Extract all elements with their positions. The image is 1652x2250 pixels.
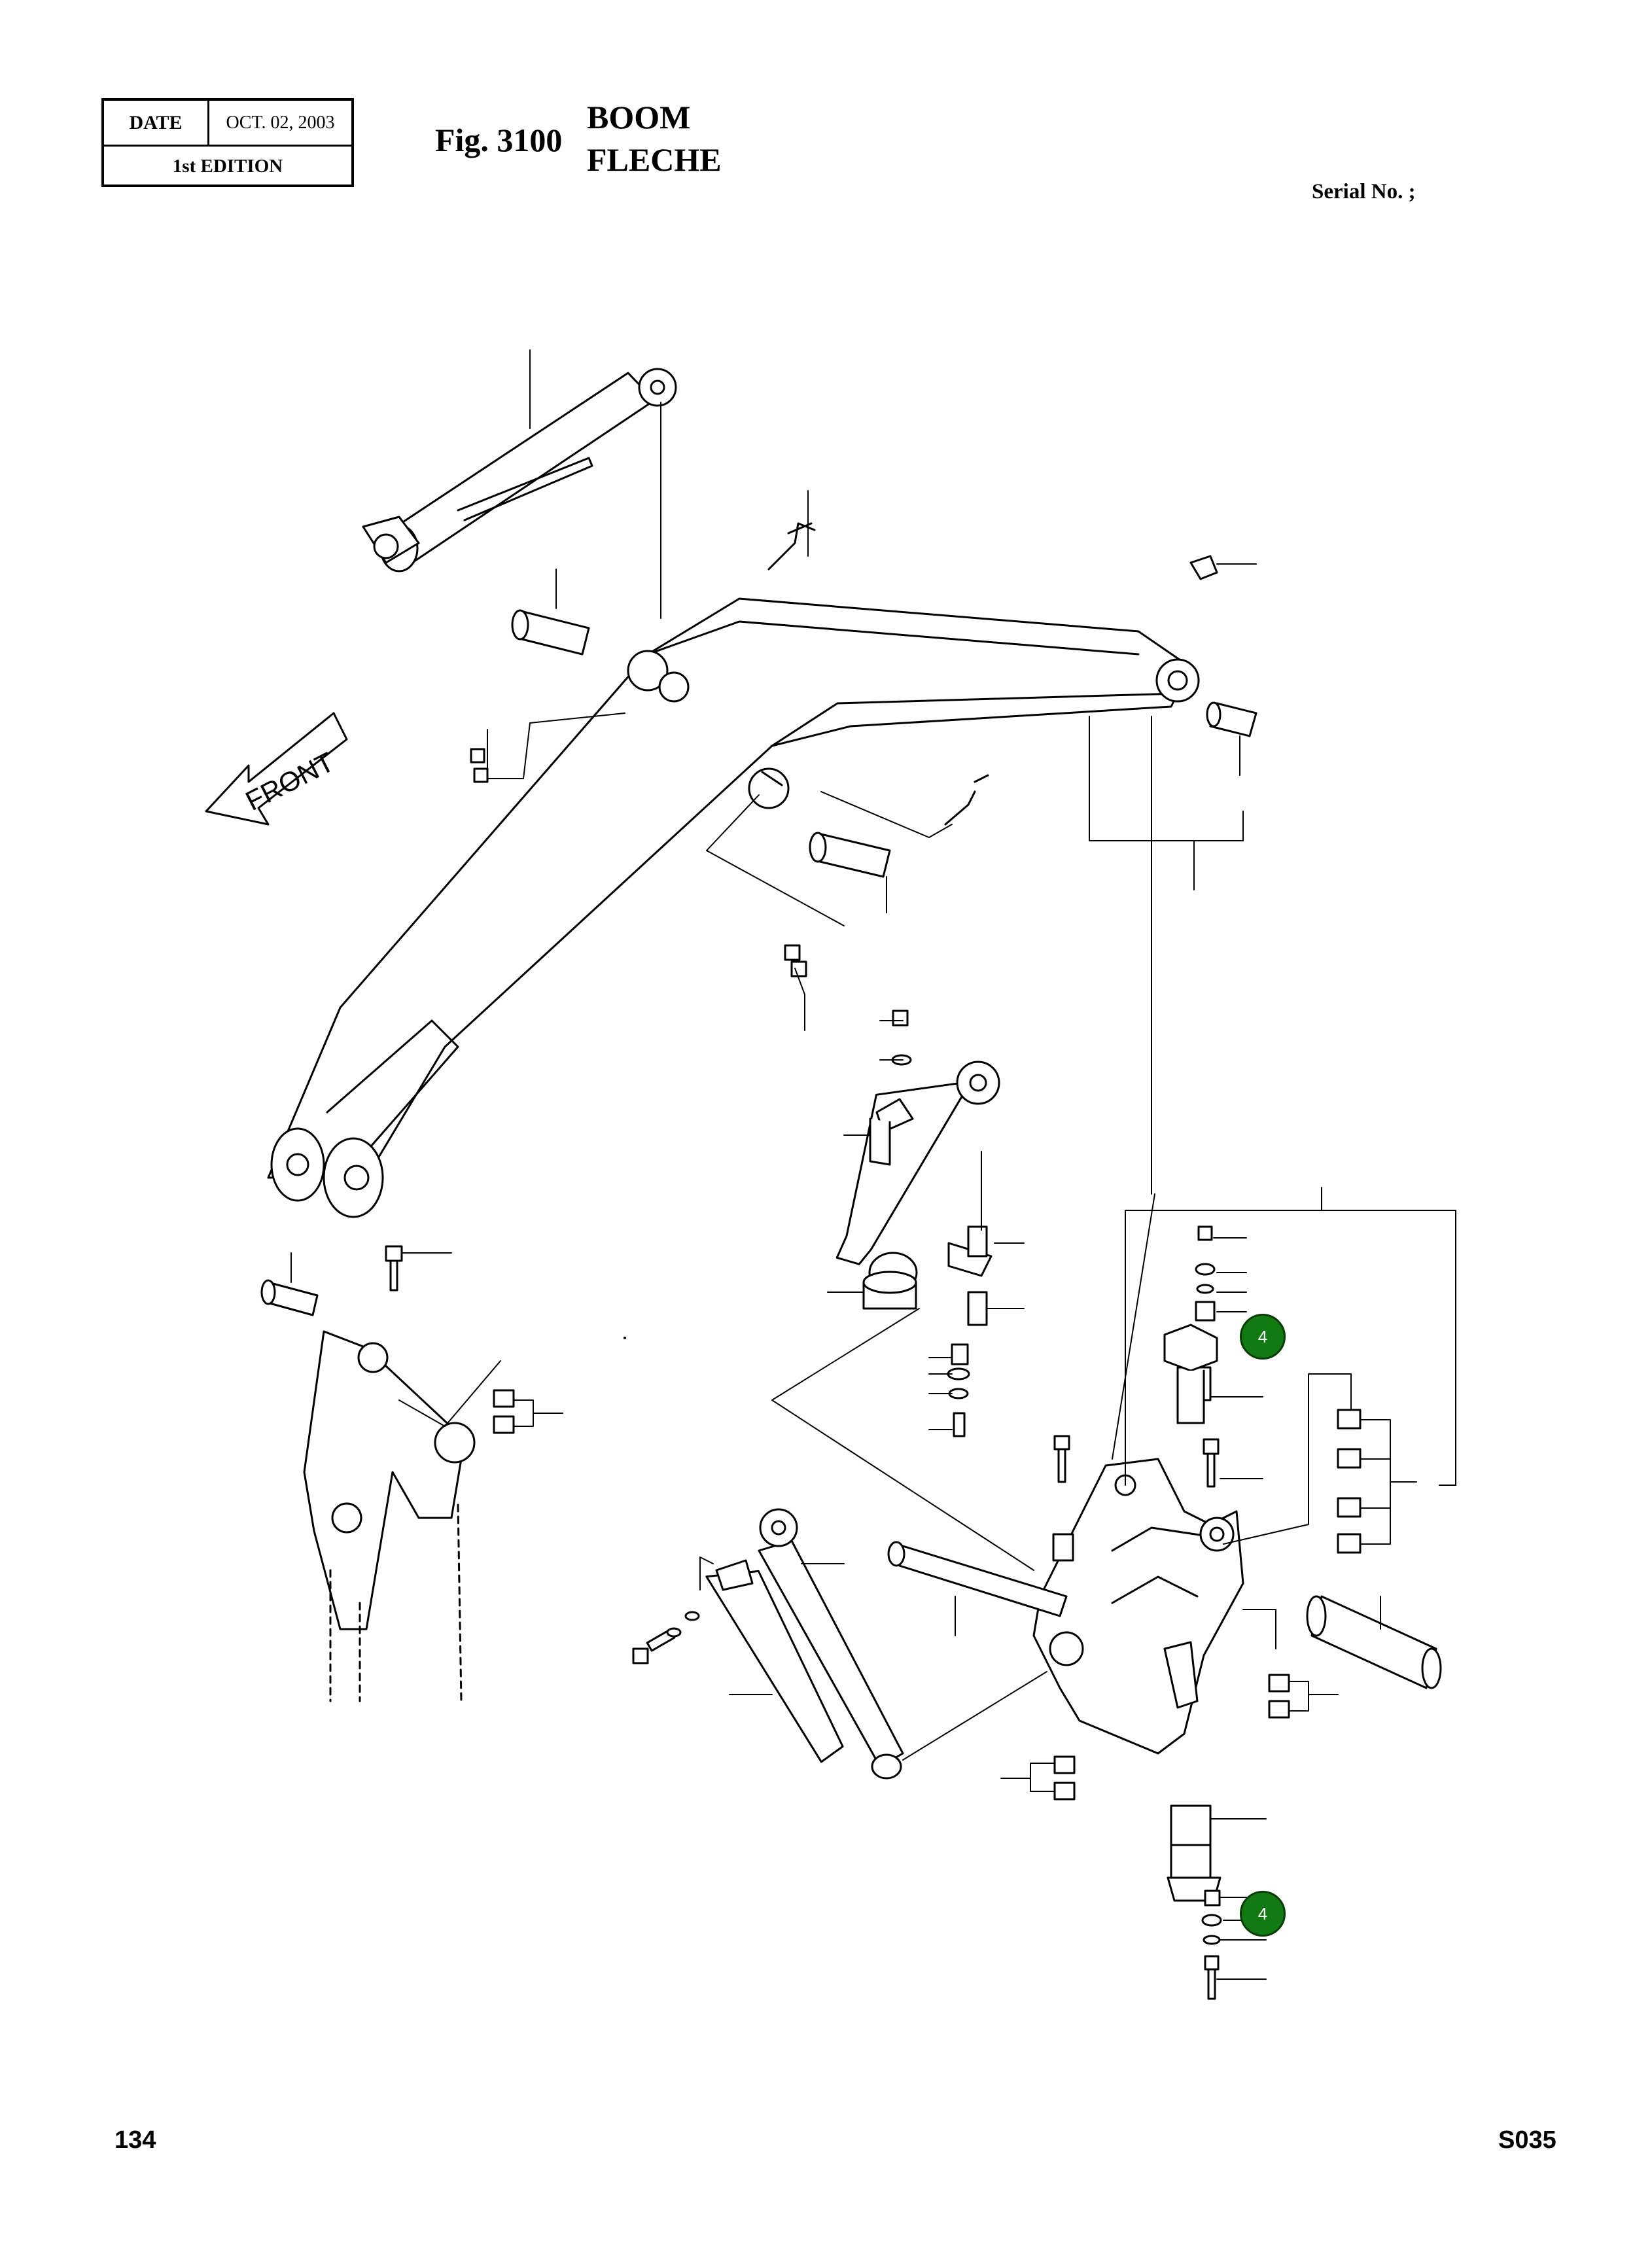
left-arm-leader-lines — [290, 1252, 563, 1427]
title-french: FLECHE — [587, 141, 722, 178]
swing-cylinder-leader-lines — [699, 1556, 1047, 1761]
swing-bracket-leader-lines — [955, 1187, 1456, 1980]
serial-number-label: Serial No. ; — [1312, 180, 1416, 203]
page-number: 134 — [114, 2126, 156, 2154]
front-direction-arrow: FRONT — [205, 712, 348, 826]
swing-cylinder-group — [632, 1508, 904, 1780]
date-edition-box: DATE OCT. 02, 2003 1st EDITION — [101, 98, 354, 187]
boom-leader-lines — [487, 349, 1257, 1195]
title-english: BOOM — [587, 99, 691, 135]
date-label: DATE — [104, 101, 209, 145]
callout-badge[interactable]: 4 — [1240, 1891, 1286, 1937]
main-boom — [267, 597, 1200, 1218]
center-leader-lines — [771, 1020, 1034, 1571]
boom-pins — [470, 522, 1257, 977]
center-cylinder-group — [835, 1010, 1000, 1437]
boom-cylinder — [362, 368, 677, 572]
swing-bracket-assembly — [887, 1225, 1442, 2000]
left-arm-bracket — [260, 1245, 515, 1702]
document-code: S035 — [1498, 2126, 1556, 2154]
date-value: OCT. 02, 2003 — [226, 113, 335, 133]
edition-label: 1st EDITION — [172, 156, 283, 177]
figure-number: Fig. 3100 — [435, 122, 563, 158]
callout-badge[interactable]: 4 — [1240, 1314, 1286, 1360]
date-row: DATE OCT. 02, 2003 — [104, 101, 351, 147]
